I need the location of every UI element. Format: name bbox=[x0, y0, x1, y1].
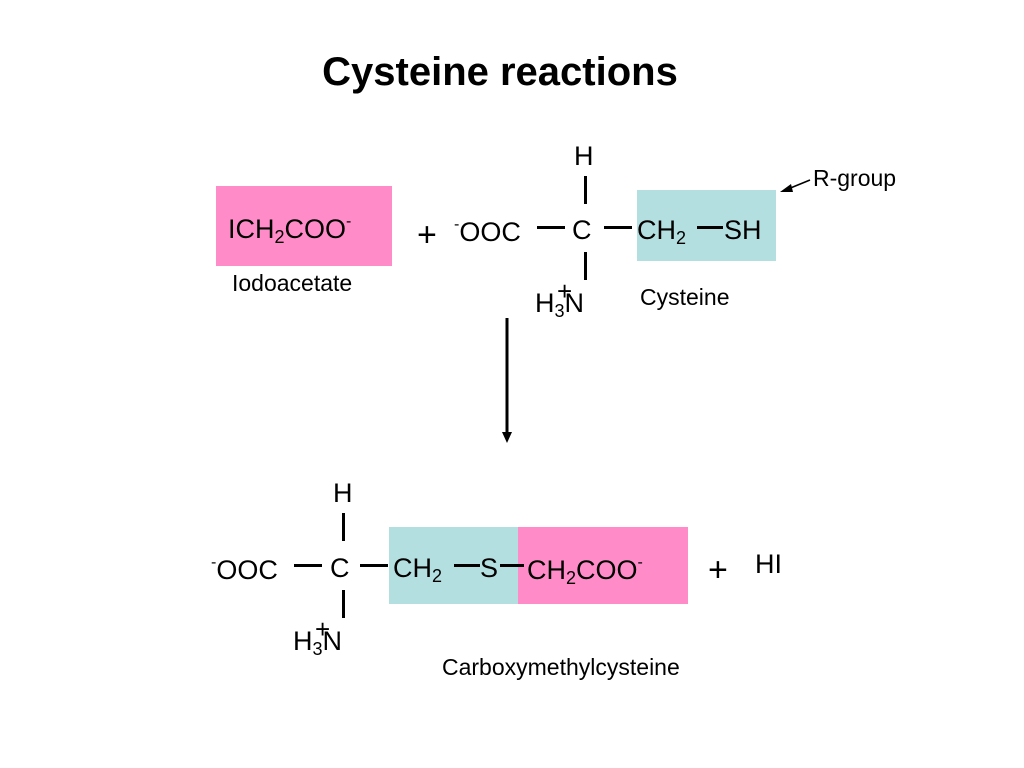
rgroup-pointer-arrow bbox=[780, 179, 811, 192]
product-amine: H3+N bbox=[293, 614, 343, 659]
cysteine-amine: H3+N bbox=[535, 276, 585, 321]
product-plus-sign: + bbox=[708, 551, 728, 589]
cysteine-rgroup-highlight-box bbox=[637, 190, 776, 261]
product-bond-c-h bbox=[342, 513, 345, 541]
cysteine-thiol: SH bbox=[724, 215, 762, 245]
page-title: Cysteine reactions bbox=[322, 50, 678, 94]
product-label: Carboxymethylcysteine bbox=[442, 654, 680, 680]
cysteine-label: Cysteine bbox=[640, 284, 730, 310]
product-ch2s-highlight-box bbox=[389, 527, 518, 604]
product-bond-s-ch2 bbox=[500, 564, 524, 567]
product-bond-c-ch2 bbox=[360, 564, 388, 567]
product-bond-ooc-c bbox=[294, 564, 322, 567]
rgroup-label: R-group bbox=[813, 165, 897, 191]
product-bond-c-n bbox=[342, 590, 345, 618]
cysteine-ch2: CH2 bbox=[637, 215, 687, 248]
iodoacetate-label: Iodoacetate bbox=[232, 270, 353, 296]
cysteine-bond-c-h bbox=[584, 176, 587, 204]
product-sulfur: S bbox=[480, 553, 499, 583]
iodoacetate-formula: ICH2COO- bbox=[228, 213, 352, 247]
reaction-arrow bbox=[502, 318, 512, 443]
cysteine-bond-ooc-c bbox=[537, 226, 565, 229]
product-bond-ch2-s bbox=[454, 564, 480, 567]
product-ch2: CH2 bbox=[393, 553, 443, 586]
reaction-plus-sign: + bbox=[417, 216, 437, 254]
cysteine-bond-c-ch2 bbox=[604, 226, 632, 229]
hydrogen-iodide: HI bbox=[755, 549, 782, 579]
product-ch2coo: CH2COO- bbox=[527, 554, 643, 588]
cysteine-bond-c-n bbox=[584, 252, 587, 280]
cysteine-carboxylate: -OOC bbox=[454, 216, 521, 247]
product-carboxylate: -OOC bbox=[211, 554, 278, 585]
product-top-hydrogen: H bbox=[333, 478, 353, 508]
iodoacetate-highlight-box bbox=[216, 186, 392, 266]
product-ch2coo-highlight-box bbox=[518, 527, 688, 604]
cysteine-bond-ch2-sh bbox=[697, 226, 723, 229]
cysteine-top-hydrogen: H bbox=[574, 141, 594, 171]
product-alpha-carbon: C bbox=[330, 553, 350, 583]
cysteine-alpha-carbon: C bbox=[572, 215, 592, 245]
